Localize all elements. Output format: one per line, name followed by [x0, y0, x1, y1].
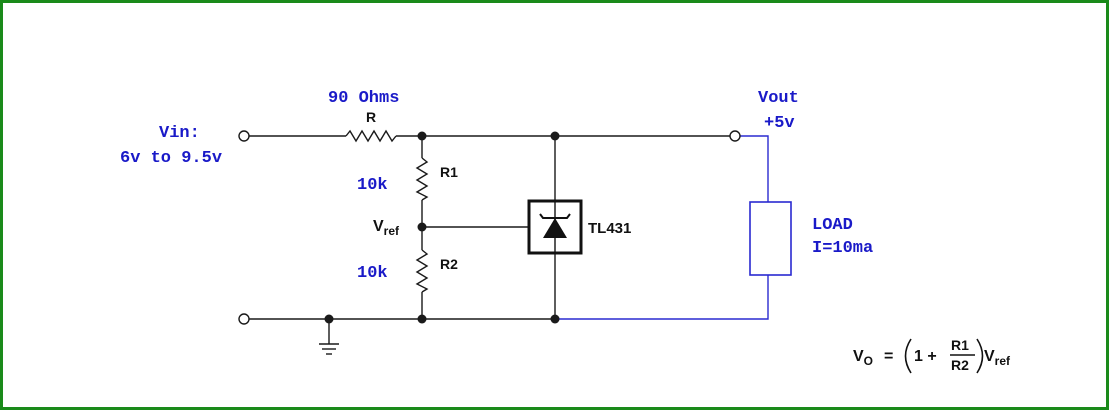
junction-dot: [417, 131, 427, 141]
vout-label: Vout: [758, 89, 799, 108]
input-terminal-top: [238, 130, 250, 142]
vref-main: V: [373, 218, 384, 235]
formula-equals: =: [884, 348, 893, 365]
junctions: [324, 131, 560, 324]
r-name-label: R: [366, 109, 376, 125]
formula-vref-main: V: [984, 348, 995, 365]
formula-vo: VO: [853, 348, 873, 368]
resistor-r2-symbol: [415, 249, 429, 293]
junction-dot: [550, 314, 560, 324]
tl431-label: TL431: [588, 220, 631, 237]
wires: [249, 135, 769, 344]
tl431-triangle: [543, 218, 567, 238]
formula-right-paren: [976, 338, 984, 374]
load-box: [749, 201, 792, 276]
junction-dot: [550, 131, 560, 141]
formula-vo-main: V: [853, 348, 864, 365]
vin-label: Vin:: [159, 124, 200, 143]
wire-output-to-load: [739, 135, 769, 202]
vref-label: Vref: [373, 218, 400, 238]
vin-range-label: 6v to 9.5v: [120, 149, 222, 168]
input-terminal-bottom: [238, 313, 250, 325]
vout-value-label: +5v: [764, 114, 795, 133]
wire-load-return: [555, 275, 769, 320]
ground-icon: [319, 343, 339, 355]
resistor-r1-symbol: [415, 157, 429, 201]
formula-one-plus: 1 +: [914, 348, 937, 365]
junction-dot: [417, 222, 427, 232]
r-value-label: 90 Ohms: [328, 89, 399, 108]
output-voltage-formula: VO = 1 + R1 R2 Vref: [853, 337, 1011, 374]
junction-dot: [324, 314, 334, 324]
formula-vref: Vref: [984, 348, 1011, 368]
resistor-r-symbol: [345, 129, 397, 143]
load-current-label: I=10ma: [812, 239, 873, 258]
r1-value-label: 10k: [357, 176, 388, 195]
junction-dot: [417, 314, 427, 324]
r2-value-label: 10k: [357, 264, 388, 283]
formula-numerator: R1: [951, 337, 969, 353]
formula-denominator: R2: [951, 357, 969, 373]
load-label: LOAD: [812, 216, 853, 235]
tl431-symbol: [527, 199, 583, 255]
formula-vo-sub: O: [864, 354, 873, 368]
r2-name-label: R2: [440, 256, 458, 272]
output-terminal: [729, 130, 741, 142]
formula-vref-sub: ref: [995, 354, 1011, 368]
formula-left-paren: [904, 338, 912, 374]
r1-name-label: R1: [440, 164, 458, 180]
vref-sub: ref: [384, 224, 400, 238]
